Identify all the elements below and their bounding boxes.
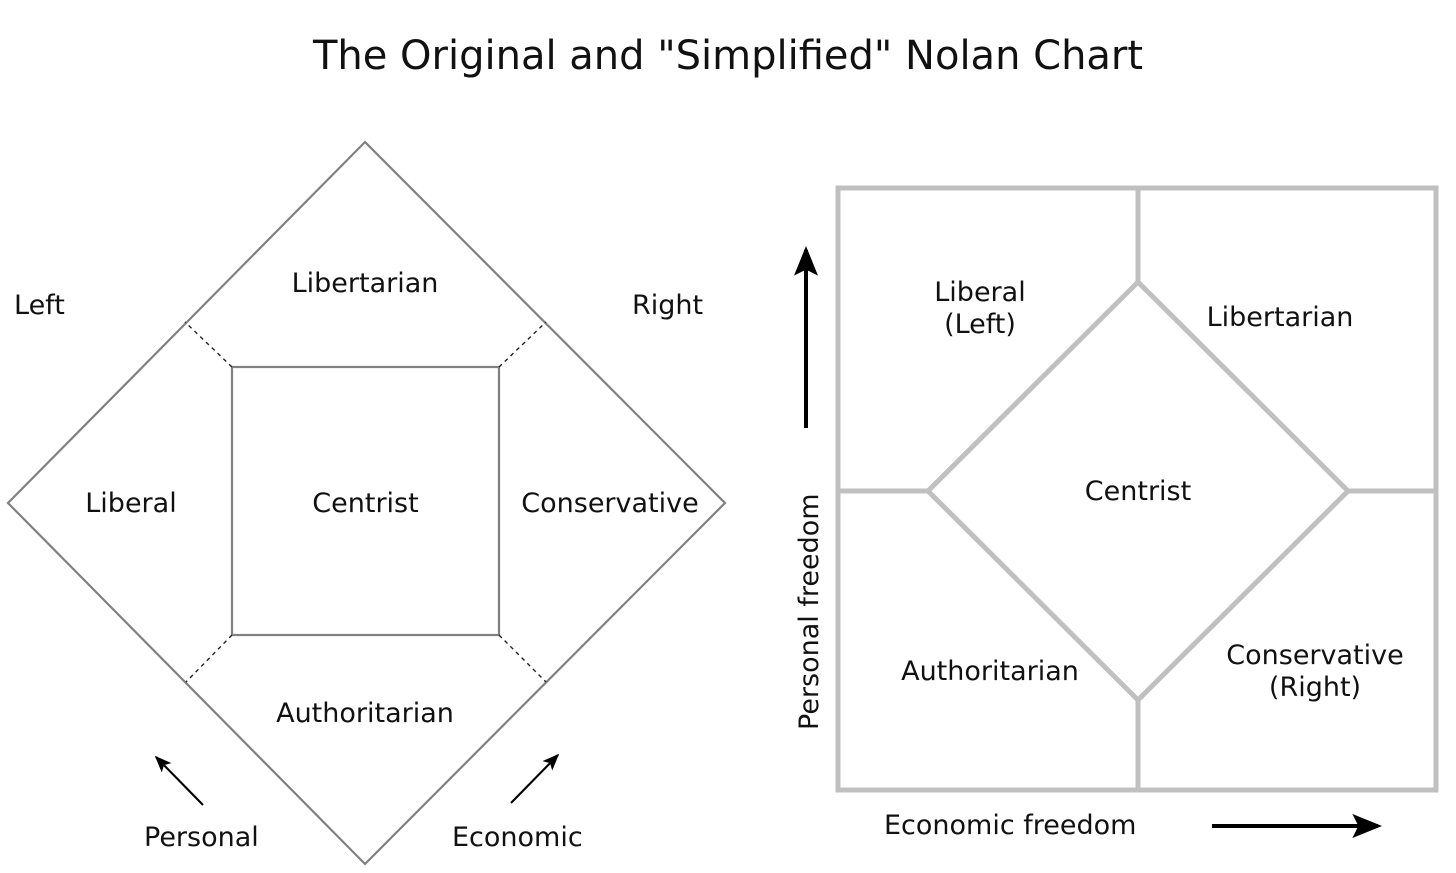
outer-diamond-outline [6,140,727,866]
simplified-nolan-chart-panel: Liberal (Left) Libertarian Centrist Auth… [770,0,1456,873]
region-label-liberal: Liberal [85,488,177,519]
region-label-conservative-right-line1: Conservative [1226,640,1404,671]
x-axis-title-economic-freedom: Economic freedom [884,810,1137,841]
region-label-authoritarian: Authoritarian [901,656,1079,687]
region-label-liberal-left-line1: Liberal [934,277,1026,308]
dashed-connector-bottom-right [498,634,547,683]
region-label-centrist: Centrist [312,488,419,519]
original-nolan-chart-panel: Libertarian Liberal Centrist Conservativ… [6,140,727,866]
axis-label-economic: Economic [452,822,583,853]
simplified-nolan-chart-svg [794,185,1439,838]
centrist-inner-square [230,365,501,637]
region-label-centrist: Centrist [1084,476,1192,507]
dashed-connector-bottom-left [185,634,233,683]
side-label-right: Right [632,290,704,321]
y-axis-title-personal-freedom: Personal freedom [794,493,825,730]
region-label-conservative: Conservative [521,488,699,519]
region-label-libertarian: Libertarian [291,268,439,299]
dashed-connector-top-left [184,321,233,368]
original-nolan-chart-svg [6,140,727,866]
economic-axis-arrow [510,753,560,804]
personal-axis-arrow [154,755,204,806]
page-title: The Original and "Simplified" Nolan Char… [312,33,1144,79]
dashed-connector-top-right [498,321,547,368]
region-label-conservative-right-line2: (Right) [1268,671,1362,703]
region-label-liberal-left: Liberal (Left) [880,277,1080,341]
region-label-authoritarian: Authoritarian [276,698,454,729]
region-label-liberal-left-line2: (Left) [944,308,1016,340]
axis-label-personal: Personal [144,822,259,853]
centrist-diamond-outline [924,278,1352,704]
side-label-left: Left [14,290,65,321]
region-label-libertarian: Libertarian [1206,302,1354,333]
region-label-conservative-right: Conservative (Right) [1190,640,1440,704]
